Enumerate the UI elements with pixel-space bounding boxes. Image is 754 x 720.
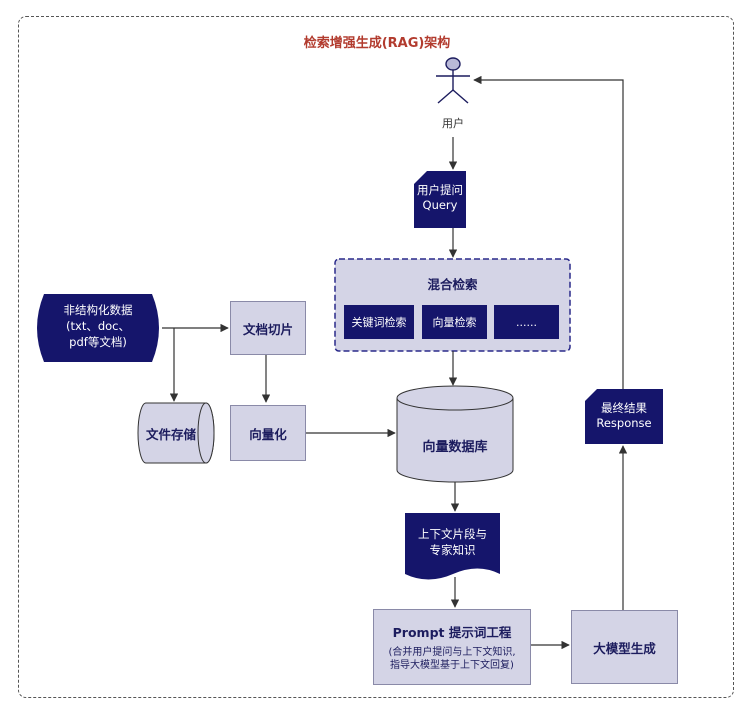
source-line3: pdf等文档) [69, 335, 127, 349]
llm-box: 大模型生成 [571, 610, 678, 684]
query-line2: Query [422, 198, 458, 212]
context-line1: 上下文片段与 [418, 527, 487, 541]
vectordb-label: 向量数据库 [422, 440, 488, 455]
source-text: 非结构化数据 (txt、doc、 pdf等文档) [36, 302, 160, 350]
storage-shape [137, 402, 215, 464]
user-icon [436, 57, 470, 104]
arrows [162, 75, 628, 650]
vectordb-shape [396, 385, 514, 483]
context-line2: 专家知识 [429, 543, 476, 557]
prompt-title: Prompt 提示词工程 [392, 625, 512, 640]
chunk-box: 文档切片 [230, 301, 306, 355]
diagram-title: 检索增强生成(RAG)架构 [303, 36, 451, 51]
diagram-frame [18, 16, 734, 698]
source-line1: 非结构化数据 [63, 303, 133, 317]
result-line1: 最终结果 [601, 401, 647, 415]
query-line1: 用户提问 [417, 183, 463, 197]
hybrid-item-keyword: 关键词检索 [344, 305, 414, 339]
prompt-line1: (合并用户提问与上下文知识, [388, 647, 516, 658]
result-line2: Response [596, 416, 652, 430]
query-text: 用户提问 Query [414, 183, 466, 213]
user-label: 用户 [442, 117, 464, 130]
prompt-box: Prompt 提示词工程 (合并用户提问与上下文知识, 指导大模型基于上下文回复… [373, 609, 531, 685]
hybrid-item-vector: 向量检索 [422, 305, 487, 339]
hybrid-item-more: ...... [494, 305, 559, 339]
vectorize-box: 向量化 [230, 405, 306, 461]
query-shape [414, 171, 466, 228]
context-shape [405, 513, 500, 580]
source-shape [37, 294, 159, 362]
result-text: 最终结果 Response [585, 401, 663, 431]
prompt-line2: 指导大模型基于上下文回复) [390, 660, 514, 671]
hybrid-title: 混合检索 [427, 277, 478, 292]
source-line2: (txt、doc、 [66, 319, 130, 333]
result-shape [585, 389, 663, 444]
context-text: 上下文片段与 专家知识 [403, 526, 502, 558]
storage-label: 文件存储 [145, 427, 196, 442]
